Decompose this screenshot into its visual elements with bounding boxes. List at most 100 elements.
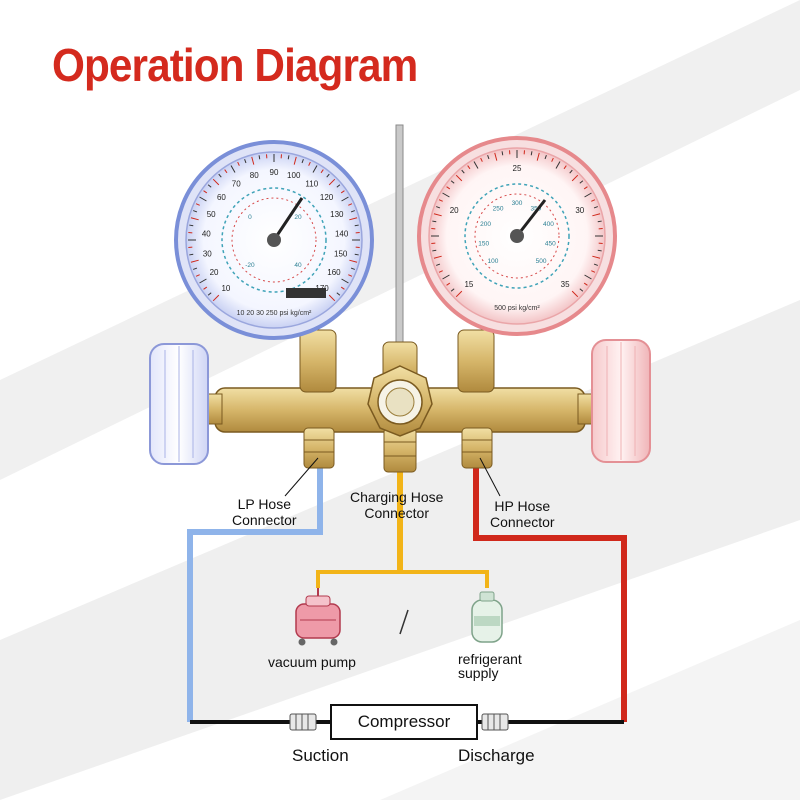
- gauge-tick: [501, 151, 504, 156]
- gauge-tick: [340, 190, 345, 194]
- gauge-tick: [473, 161, 479, 169]
- discharge-label: Discharge: [458, 746, 535, 765]
- gauge-tick: [442, 192, 450, 198]
- gauge-tick: [450, 288, 455, 292]
- low-pressure-gauge: 1020304050607080901001101201301401501601…: [174, 140, 374, 340]
- gauge-tick: [461, 169, 465, 174]
- gauge-tick: [199, 278, 207, 284]
- gauge-tick: [251, 156, 255, 165]
- gauge-outer-number: 160: [327, 268, 341, 277]
- high-gauge-ticks: [431, 150, 603, 298]
- gauge-inner-number: 40: [294, 262, 302, 269]
- gauge-inner-number: 450: [545, 241, 556, 248]
- gauge-tick: [530, 151, 533, 156]
- gauge-tick: [203, 190, 208, 194]
- gauge-outer-number: 150: [334, 249, 348, 258]
- gauge-tick: [446, 282, 451, 286]
- charging-branch: [316, 570, 489, 588]
- gauge-outer-number: 140: [335, 229, 349, 238]
- hp-hose-connector-label: HP Hose Connector: [490, 498, 555, 530]
- gauge-outer-number: 50: [207, 210, 216, 219]
- gauge-tick: [433, 213, 442, 217]
- low-side-valve-knob: [149, 343, 209, 465]
- gauge-tick: [195, 203, 200, 206]
- gauge-tick: [190, 217, 199, 221]
- gauge-tick: [591, 270, 596, 273]
- gauge-outer-number: 70: [232, 179, 241, 188]
- gauge-tick: [354, 253, 359, 256]
- gauge-tick: [494, 152, 498, 161]
- gauge-tick: [207, 184, 212, 188]
- gauge-tick: [555, 161, 561, 169]
- gauge-outer-number: 120: [320, 193, 334, 202]
- gauge-tick: [287, 155, 290, 160]
- gauge-outer-number: 130: [330, 210, 344, 219]
- lp-label-line1: LP Hose: [237, 496, 292, 512]
- gauge-inner-number: 500: [536, 258, 547, 265]
- gauge-outer-number: 80: [250, 171, 259, 180]
- gauge-inner-number: 100: [488, 258, 499, 265]
- gauge-outer-number: 20: [450, 206, 459, 215]
- gauge-tick: [336, 292, 341, 296]
- low-gauge-units: 10 20 30 250 psi kg/cm²: [237, 310, 312, 317]
- gauge-tick: [536, 152, 540, 161]
- gauge-tick: [487, 155, 490, 160]
- background-band: [380, 620, 800, 800]
- gauge-tick: [571, 174, 579, 182]
- gauge-inner-number: -20: [245, 262, 255, 269]
- gauge-tick: [258, 155, 261, 160]
- gauge-tick: [230, 165, 236, 173]
- low-gauge-numbers: 1020304050607080901001101201301401501601…: [202, 168, 349, 293]
- gauge-outer-number: 90: [270, 168, 279, 177]
- hanger-rod: [395, 124, 404, 371]
- gauge-tick: [597, 220, 602, 223]
- gauge-tick: [592, 213, 601, 217]
- gauge-tick: [224, 169, 228, 174]
- gauge-tick: [563, 165, 567, 170]
- refrigerant-label-line1: refrigerant: [458, 651, 522, 667]
- high-gauge-needle: [515, 199, 547, 237]
- gauge-tick: [579, 288, 584, 292]
- gauge-inner-number: 200: [480, 221, 491, 228]
- gauge-tick: [212, 294, 220, 302]
- gauge-tick: [244, 159, 247, 164]
- gauge-tick: [467, 165, 471, 170]
- gauge-tick: [480, 157, 483, 162]
- compressor-box: Compressor: [330, 704, 478, 740]
- gauge-tick: [189, 253, 194, 256]
- gauge-tick: [436, 206, 441, 209]
- gauge-tick: [584, 274, 592, 280]
- gauge-tick: [442, 274, 450, 280]
- suction-fitting: [289, 713, 317, 731]
- charging-label-line2: Connector: [364, 505, 429, 521]
- gauge-tick: [597, 249, 602, 252]
- charging-label-line1: Charging Hose: [350, 489, 444, 505]
- gauge-tick: [593, 206, 598, 209]
- hp-pointer: [479, 457, 501, 497]
- refrigerant-cylinder-icon: [471, 591, 503, 643]
- high-side-valve-knob: [591, 339, 651, 463]
- vacuum-pump-label: vacuum pump: [268, 654, 356, 670]
- gauge-tick: [341, 196, 349, 202]
- gauge-tick: [455, 290, 463, 298]
- gauge-outer-number: 35: [561, 280, 570, 289]
- refrigerant-label-line2: supply: [458, 665, 499, 681]
- gauge-tick: [544, 155, 547, 160]
- suction-label: Suction: [292, 746, 349, 765]
- gauge-tick: [446, 186, 451, 190]
- gauge-tick: [592, 255, 601, 259]
- vacuum-pump-icon: [295, 588, 341, 646]
- gauge-tick: [348, 274, 353, 277]
- gauge-tick: [584, 192, 592, 198]
- gauge-tick: [340, 286, 345, 290]
- gauge-tick: [189, 224, 194, 227]
- hp-label-line1: HP Hose: [494, 498, 551, 514]
- gauge-outer-number: 10: [221, 284, 230, 293]
- gauge-tick: [593, 263, 598, 266]
- gauge-outer-number: 110: [305, 179, 318, 188]
- gauge-outer-number: 40: [202, 229, 211, 238]
- gauge-outer-number: 30: [203, 249, 212, 258]
- gauge-tick: [354, 224, 359, 227]
- high-side-hose: [473, 468, 627, 722]
